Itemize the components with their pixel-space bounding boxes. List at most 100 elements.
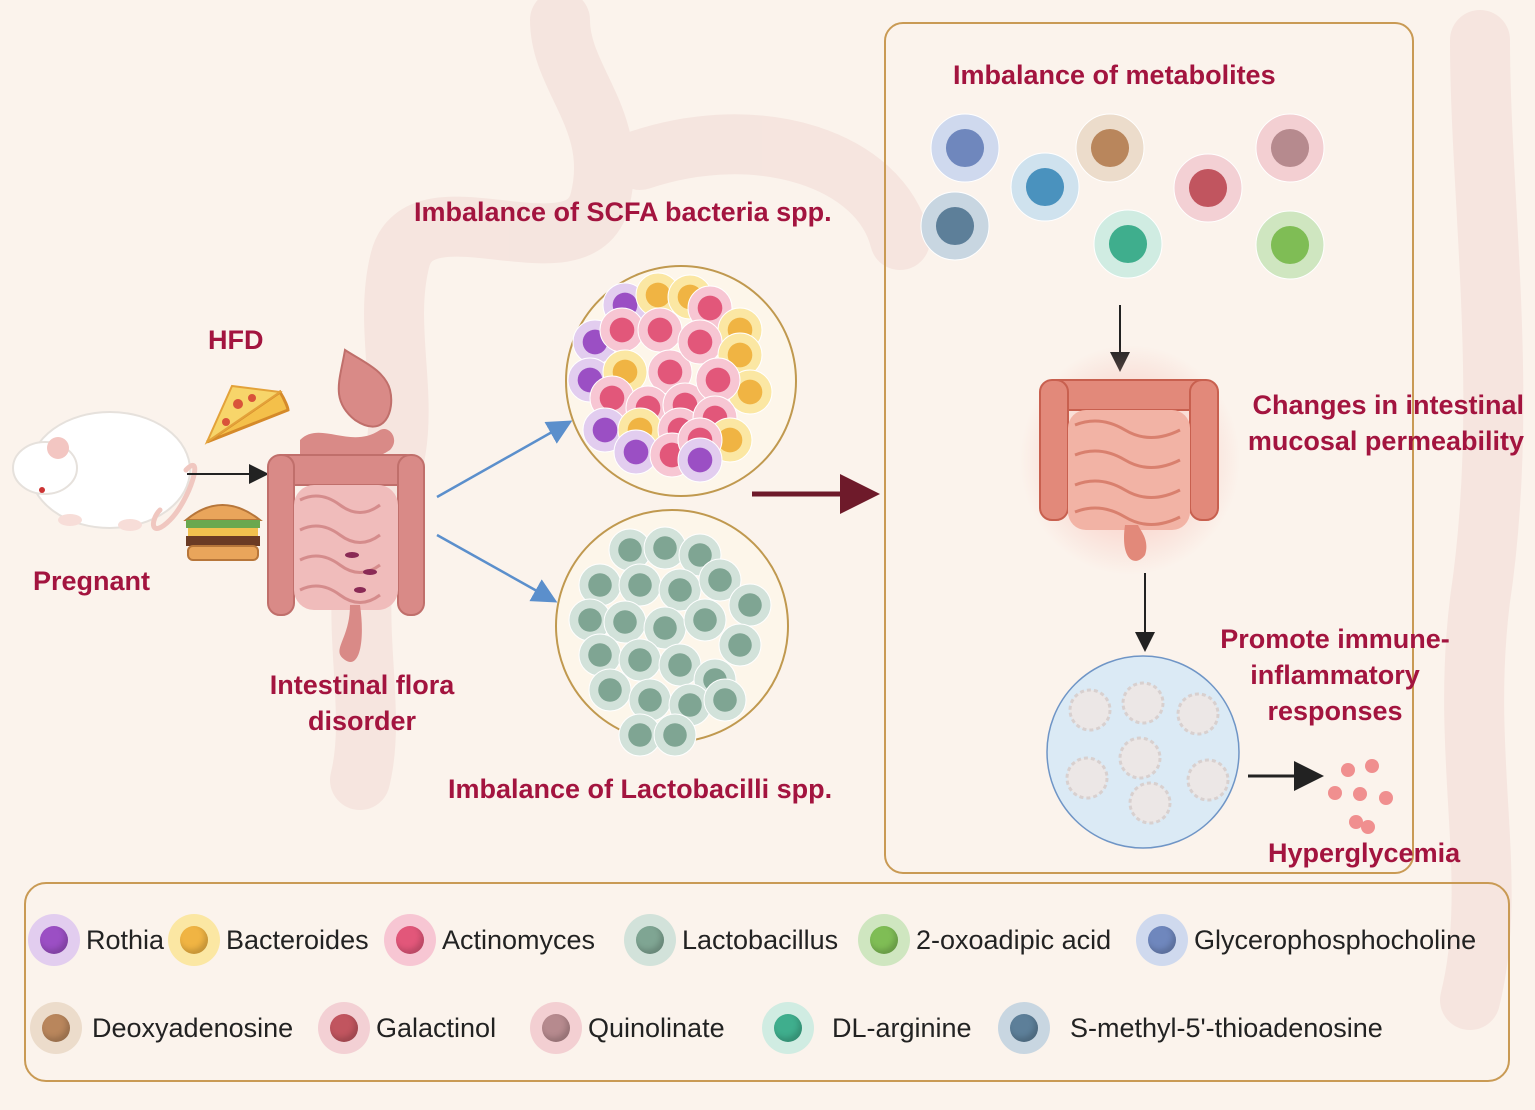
bacteroides-swatch bbox=[168, 914, 220, 966]
lactobacillus-cell bbox=[603, 600, 647, 644]
legend-label: Lactobacillus bbox=[682, 924, 839, 955]
immune-cell bbox=[1065, 756, 1109, 800]
legend-label: Actinomyces bbox=[442, 924, 596, 955]
legend-label: DL-arginine bbox=[832, 1012, 972, 1043]
metabolite-bubble bbox=[920, 191, 990, 261]
legend-label: 2-oxoadipic acid bbox=[916, 924, 1112, 955]
quinolinate-swatch bbox=[530, 1002, 582, 1054]
arrow-to-scfa bbox=[436, 420, 573, 499]
lactobacillus-cell bbox=[703, 678, 747, 722]
immune-cell bbox=[1118, 736, 1162, 780]
bacteria-cell bbox=[677, 319, 723, 365]
metabolite-bubble bbox=[1010, 152, 1080, 222]
lactobacillus-swatch bbox=[624, 914, 676, 966]
lactobacillus-cell bbox=[698, 558, 742, 602]
bacteria-cell bbox=[613, 429, 659, 475]
inflamed-intestine-icon bbox=[1020, 345, 1240, 575]
legend-label: Deoxyadenosine bbox=[92, 1012, 294, 1043]
metabolite-bubbles bbox=[920, 113, 1325, 280]
bacteria-cell bbox=[599, 307, 645, 353]
legend-item-glycerophosphocholine: Glycerophosphocholine bbox=[1136, 914, 1476, 966]
immune-cell bbox=[1186, 758, 1230, 802]
legend-label: Galactinol bbox=[376, 1012, 497, 1043]
legend-item-actinomyces: Actinomyces bbox=[384, 914, 595, 966]
permeability-label: Changes in intestinal mucosal permeabili… bbox=[1218, 387, 1524, 459]
legend-item-galactinol: Galactinol bbox=[318, 1002, 496, 1054]
legend-label: Bacteroides bbox=[226, 924, 369, 955]
legend-item-dl-arginine: DL-arginine bbox=[762, 1002, 972, 1054]
intestinal-flora-label: Intestinal flora disorder bbox=[250, 667, 474, 739]
lactobacillus-cell bbox=[568, 598, 612, 642]
lactobacillus-cell bbox=[578, 633, 622, 677]
rothia-swatch bbox=[28, 914, 80, 966]
immune-cell bbox=[1068, 688, 1112, 732]
immune-cell bbox=[1128, 781, 1172, 825]
legend-item-rothia: Rothia bbox=[28, 914, 164, 966]
actinomyces-swatch bbox=[384, 914, 436, 966]
metabolites-box bbox=[884, 22, 1414, 874]
metabolite-bubble bbox=[1093, 209, 1163, 279]
legend-item-quinolinate: Quinolinate bbox=[530, 1002, 725, 1054]
intestinal-flora-line2: disorder bbox=[307, 706, 417, 736]
lactobacilli-label: Imbalance of Lactobacilli spp. bbox=[448, 774, 833, 804]
legend-box: Rothia Bacteroides Actinomyces Lactobaci… bbox=[24, 882, 1510, 1082]
hfd-label: HFD bbox=[208, 325, 264, 355]
metabolites-label: Imbalance of metabolites bbox=[953, 60, 1276, 90]
lactobacillus-cell bbox=[728, 583, 772, 627]
glycerophosphocholine-swatch bbox=[1136, 914, 1188, 966]
legend-item-oxoadipic: 2-oxoadipic acid bbox=[858, 914, 1111, 966]
lactobacillus-cell bbox=[618, 563, 662, 607]
lactobacillus-cell bbox=[578, 563, 622, 607]
lactobacillus-cell bbox=[643, 606, 687, 650]
permeability-line1: Changes in intestinal bbox=[1252, 390, 1524, 420]
legend-item-lactobacillus: Lactobacillus bbox=[624, 914, 838, 966]
pizza-icon bbox=[204, 384, 290, 445]
immune-line1: Promote immune- bbox=[1220, 624, 1450, 654]
bacteria-cell bbox=[677, 437, 723, 483]
permeability-line2: mucosal permeability bbox=[1247, 426, 1524, 456]
metabolite-bubble bbox=[1255, 210, 1325, 280]
intestinal-flora-line1: Intestinal flora bbox=[269, 670, 455, 700]
bacteria-cell bbox=[635, 272, 681, 318]
glucose-dots-icon bbox=[1328, 759, 1393, 834]
pregnant-label: Pregnant bbox=[33, 566, 151, 596]
legend-label: Quinolinate bbox=[588, 1012, 725, 1043]
legend-item-bacteroides: Bacteroides bbox=[168, 914, 369, 966]
lactobacillus-cell bbox=[683, 598, 727, 642]
burger-icon bbox=[183, 504, 263, 561]
metabolite-bubble bbox=[1173, 153, 1243, 223]
immune-cell bbox=[1176, 692, 1220, 736]
lactobacillus-cell bbox=[588, 668, 632, 712]
legend-label: S-methyl-5'-thioadenosine bbox=[1070, 1012, 1383, 1043]
legend-item-s-methyl-thioadenosine: S-methyl-5'-thioadenosine bbox=[998, 1002, 1383, 1054]
oxoadipic-swatch bbox=[858, 914, 910, 966]
lactobacilli-cluster bbox=[555, 509, 789, 757]
lactobacillus-cell bbox=[643, 526, 687, 570]
metabolite-bubble bbox=[930, 113, 1000, 183]
metabolite-bubble bbox=[1255, 113, 1325, 183]
deoxyadenosine-swatch bbox=[30, 1002, 82, 1054]
immune-cell bbox=[1121, 681, 1165, 725]
immune-line2: inflammatory bbox=[1250, 660, 1420, 690]
legend-label: Rothia bbox=[86, 924, 165, 955]
metabolite-bubble bbox=[1075, 113, 1145, 183]
scfa-bacteria-cluster bbox=[565, 265, 797, 497]
dl-arginine-swatch bbox=[762, 1002, 814, 1054]
immune-cells-circle bbox=[1046, 655, 1240, 849]
intestine-left-icon bbox=[267, 348, 425, 662]
hyperglycemia-label: Hyperglycemia bbox=[1268, 838, 1461, 868]
scfa-label: Imbalance of SCFA bacteria spp. bbox=[414, 197, 832, 227]
bacteria-cell bbox=[695, 357, 741, 403]
bacteria-cell bbox=[582, 407, 628, 453]
immune-line3: responses bbox=[1267, 696, 1403, 726]
lactobacillus-cell bbox=[628, 678, 672, 722]
lactobacillus-cell bbox=[618, 713, 662, 757]
pregnant-mouse-icon bbox=[12, 411, 198, 531]
arrow-to-lacto bbox=[436, 533, 558, 603]
lactobacillus-cell bbox=[718, 623, 762, 667]
immune-label: Promote immune- inflammatory responses bbox=[1200, 621, 1470, 729]
legend-item-deoxyadenosine: Deoxyadenosine bbox=[30, 1002, 293, 1054]
lactobacillus-cell bbox=[618, 638, 662, 682]
